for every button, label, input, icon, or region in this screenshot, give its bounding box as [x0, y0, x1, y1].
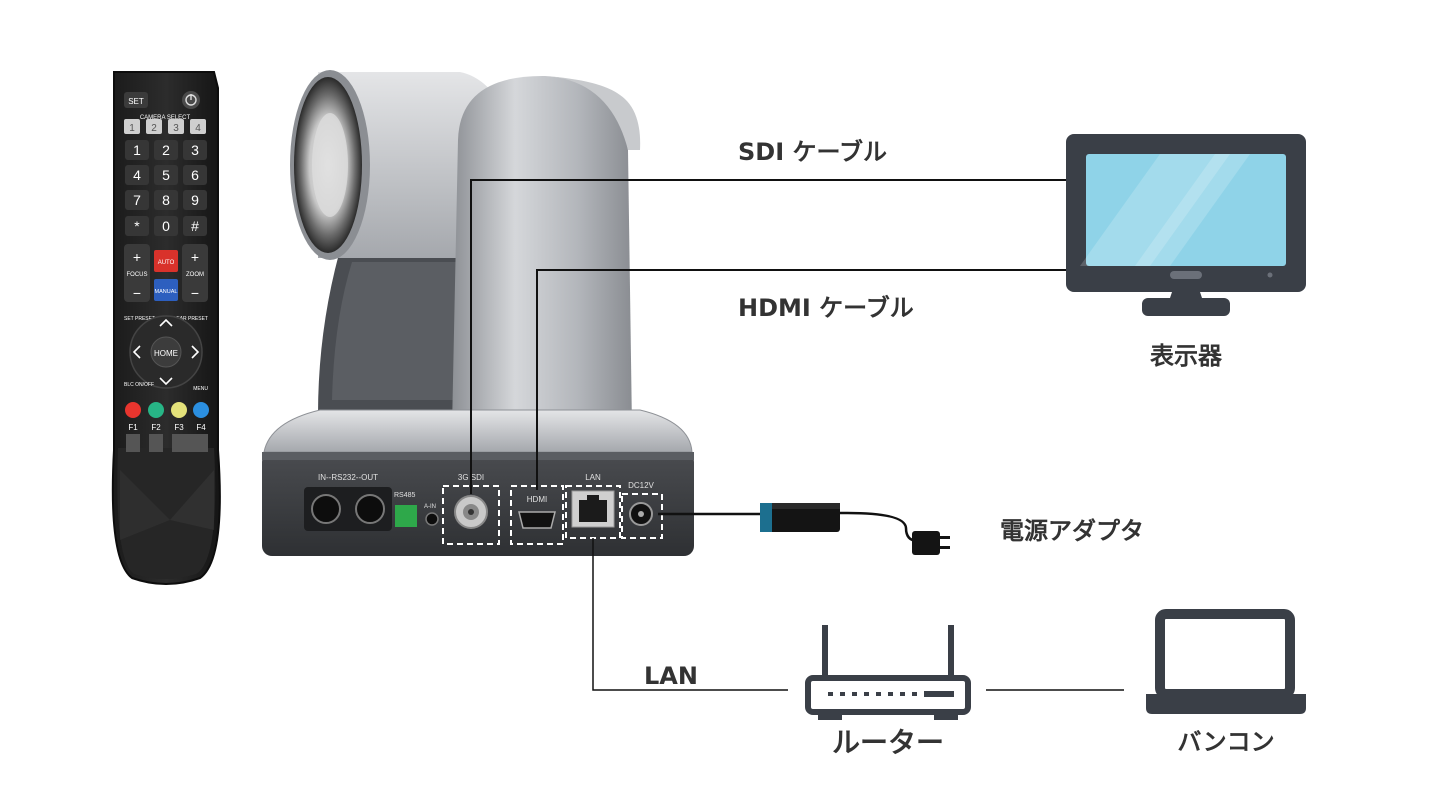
lan-label: LAN [644, 662, 698, 690]
camera-select-keys: 1 2 3 4 [124, 119, 206, 134]
remote-keypad: 1 2 3 4 5 6 7 8 9 * 0 # [125, 140, 207, 236]
sdi-cable-label: SDI ケーブル [738, 138, 887, 166]
focus-zoom-cluster: + − + − FOCUS ZOOM AUTO MANUAL [124, 244, 208, 302]
keypad-key [154, 165, 178, 185]
set-label: SET [128, 97, 144, 106]
keypad-key [154, 216, 178, 236]
keypad-key [183, 190, 207, 210]
lan-port-label: LAN [585, 473, 601, 482]
laptop-icon [1146, 609, 1306, 714]
cam-key-1: 1 [129, 123, 135, 134]
router-led [828, 692, 833, 696]
cam-key-4: 4 [195, 123, 201, 134]
pc-label: バンコン [1177, 728, 1274, 756]
router-led [852, 692, 857, 696]
keypad-key [183, 165, 207, 185]
home-label: HOME [154, 349, 178, 358]
keypad-key [125, 165, 149, 185]
manual-button [154, 279, 178, 301]
menu-label: MENU [193, 386, 208, 392]
keypad-key-label: 3 [191, 142, 199, 158]
audio-in-label: A-IN [424, 504, 436, 510]
focus-minus: − [133, 285, 141, 301]
arrow-up-icon [159, 318, 173, 327]
keypad-key-label: 1 [133, 142, 141, 158]
keypad-key [125, 216, 149, 236]
keypad-key-label: 2 [162, 142, 170, 158]
auto-label: AUTO [158, 260, 175, 266]
cable-lines [470, 179, 1124, 691]
router-led [912, 692, 917, 696]
hdmi-port [518, 511, 556, 529]
zoom-minus: − [191, 285, 199, 301]
display-label: 表示器 [1150, 342, 1223, 370]
blc-label: BLC ON/OFF [124, 382, 154, 388]
keypad-key-label: 9 [191, 192, 199, 208]
dc-port-label: DC12V [628, 481, 654, 490]
lan-cable-line [592, 538, 788, 691]
keypad-key-label: 0 [162, 218, 170, 234]
arrow-right-icon [191, 345, 200, 359]
router-led [888, 692, 893, 696]
rs232-out-port [355, 494, 385, 524]
f4-label: F4 [196, 423, 206, 432]
cam-key-3: 3 [173, 123, 179, 134]
router-label: ルーター [832, 726, 944, 759]
keypad-key-label: 8 [162, 192, 170, 208]
manual-label: MANUAL [155, 289, 178, 295]
f1-label: F1 [128, 423, 138, 432]
router-led [864, 692, 869, 696]
hdmi-cable-label: HDMI ケーブル [738, 294, 914, 322]
f2-label: F2 [151, 423, 161, 432]
router-led [840, 692, 845, 696]
keypad-key [183, 216, 207, 236]
hdmi-cable-line [536, 269, 1068, 490]
keypad-key-label: 5 [162, 167, 170, 183]
keypad-key [125, 140, 149, 160]
router-icon [805, 625, 971, 720]
keypad-key [125, 190, 149, 210]
router-led [876, 692, 881, 696]
rs232-label: IN--RS232--OUT [318, 473, 378, 482]
focus-label: FOCUS [127, 272, 148, 278]
router-led [900, 692, 905, 696]
power-cable-line [658, 511, 919, 543]
clear-preset-label: CLEAR PRESET [170, 316, 208, 322]
f3-label: F3 [174, 423, 184, 432]
set-key [124, 92, 148, 108]
rs485-terminal [395, 505, 417, 527]
auto-button [154, 250, 178, 272]
power-adapter-label: 電源アダプタ [1000, 517, 1144, 545]
rs232-in-port [311, 494, 341, 524]
hdmi-port-label: HDMI [527, 495, 547, 504]
arrow-down-icon [159, 377, 173, 386]
camera-select-label: CAMERA SELECT [140, 115, 191, 121]
router-status-bar [924, 691, 954, 697]
navigation-pad: SET PRESET CLEAR PRESET HOME BLC ON/OFF … [124, 315, 208, 392]
keypad-key [183, 140, 207, 160]
focus-plus: + [133, 249, 141, 265]
cam-key-2: 2 [151, 123, 157, 134]
ptz-camera: IN--RS232--OUT RS485 A-IN 3G SDI HDMI LA… [262, 70, 694, 556]
keypad-key-label: 7 [133, 192, 141, 208]
function-keys: F1 F2 F3 F4 [125, 402, 209, 452]
keypad-key [154, 140, 178, 160]
arrow-left-icon [132, 345, 141, 359]
zoom-plus: + [191, 249, 199, 265]
power-adapter-icon [760, 503, 950, 555]
keypad-key [154, 190, 178, 210]
rs485-label: RS485 [394, 492, 416, 499]
zoom-label: ZOOM [186, 272, 204, 278]
sdi-cable-line [470, 179, 1068, 494]
keypad-key-label: 4 [133, 167, 141, 183]
keypad-key-label: # [191, 218, 199, 234]
keypad-key-label: * [134, 218, 140, 234]
keypad-key-label: 6 [191, 167, 199, 183]
set-preset-label: SET PRESET [124, 316, 155, 322]
monitor-icon [1066, 134, 1306, 316]
